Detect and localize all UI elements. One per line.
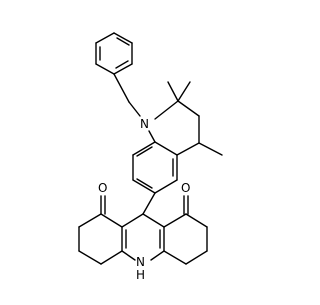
central-dihydropyridine-ring xyxy=(121,213,165,261)
right-cyclohexenone-ring xyxy=(163,195,208,265)
atom-label-oxygen-left: O xyxy=(98,181,107,195)
atom-label-oxygen-right: O xyxy=(181,181,190,195)
phenyl-ring xyxy=(95,32,133,75)
atom-labels: N O O N H xyxy=(98,117,190,282)
benzyl-methylene xyxy=(113,73,141,117)
atom-label-nitrogen-amine: N xyxy=(140,117,149,131)
bond-lines xyxy=(78,32,223,265)
chemical-structure-diagram: N O O N H xyxy=(78,32,223,282)
tetrahydroquinoline-ring xyxy=(148,81,223,156)
quinoline-benzene-ring xyxy=(132,141,178,194)
left-cyclohexenone-ring xyxy=(78,195,123,265)
atom-label-hydrogen-nh: H xyxy=(136,268,145,282)
aryl-link-bond xyxy=(142,192,156,215)
atom-label-nitrogen-nh: N xyxy=(136,255,145,269)
structure-canvas: N O O N H xyxy=(78,32,223,282)
